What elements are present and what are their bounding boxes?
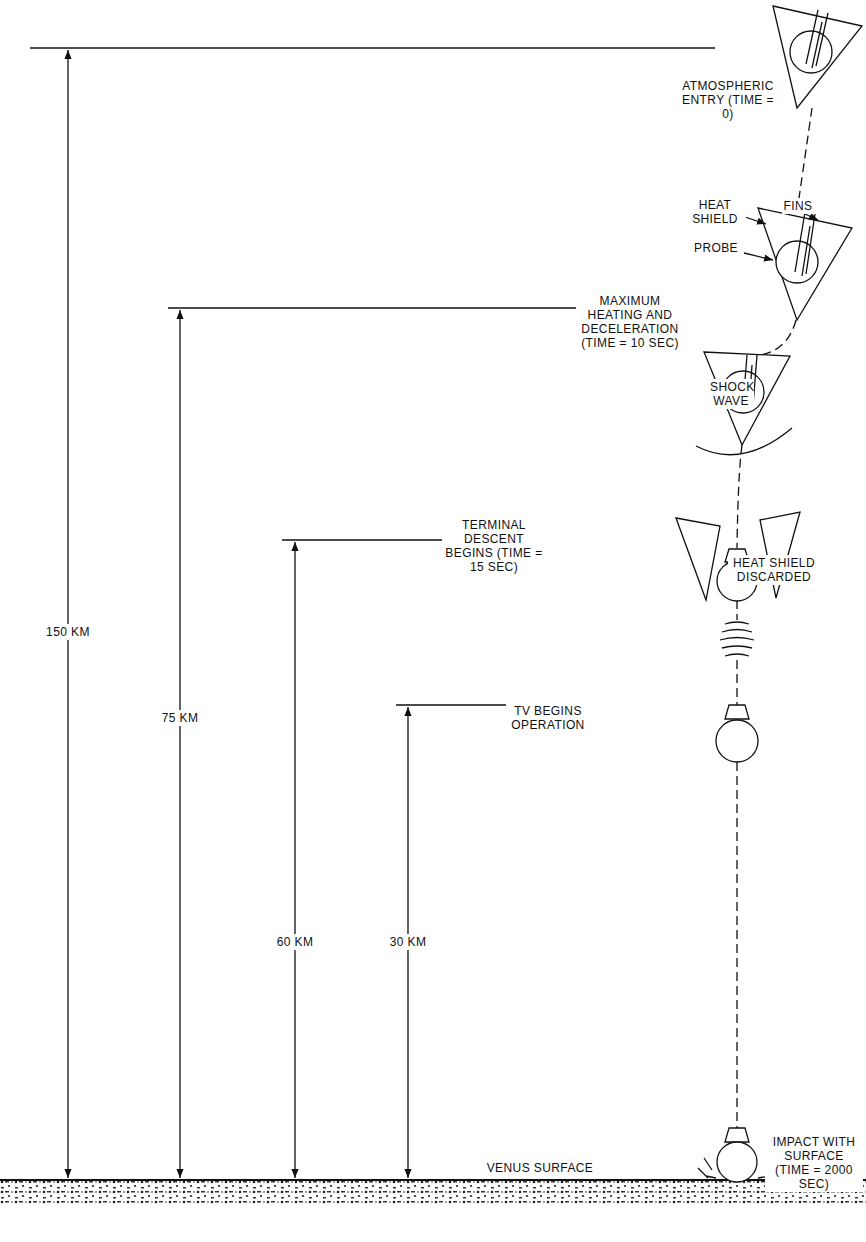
probe [716,705,758,762]
event-label: TV BEGINS OPERATION [506,703,590,733]
extension-line [168,307,578,308]
part-label: HEAT SHIELD [684,197,746,227]
part-label: FINS [782,198,815,214]
altitude-label: 75 KM [160,710,201,726]
leader-line [744,253,773,260]
altitude-label: 60 KM [275,934,316,950]
radio-waves [720,622,754,656]
part-label: HEAT SHIELD DISCARDED [728,555,820,585]
event-label: IMPACT WITH SURFACE (TIME = 2000 SEC) [765,1134,863,1192]
altitude-label: 150 KM [44,624,92,640]
extension-line [396,704,512,705]
entry-vehicle [773,6,862,108]
extension-line [30,47,715,48]
dimension-line [179,310,180,1178]
altitude-label: 30 KM [388,934,429,950]
entry-vehicle [758,208,852,320]
ground-texture [0,1181,866,1205]
heat-shield [676,518,720,600]
entry-vehicle [704,352,790,445]
event-label: TERMINAL DESCENT BEGINS (TIME = 15 SEC) [442,517,546,575]
extension-line [282,539,442,540]
dimension-line [294,542,295,1178]
shock-wave [696,428,792,455]
event-label: MAXIMUM HEATING AND DECELERATION (TIME =… [576,293,684,351]
dimension-line [67,50,68,1178]
part-label: PROBE [692,240,740,256]
event-label: ATMOSPHERIC ENTRY (TIME = 0) [680,78,776,122]
surface-label: VENUS SURFACE [485,1160,596,1176]
part-label: SHOCK WAVE [708,379,754,409]
leader-line [805,214,818,220]
